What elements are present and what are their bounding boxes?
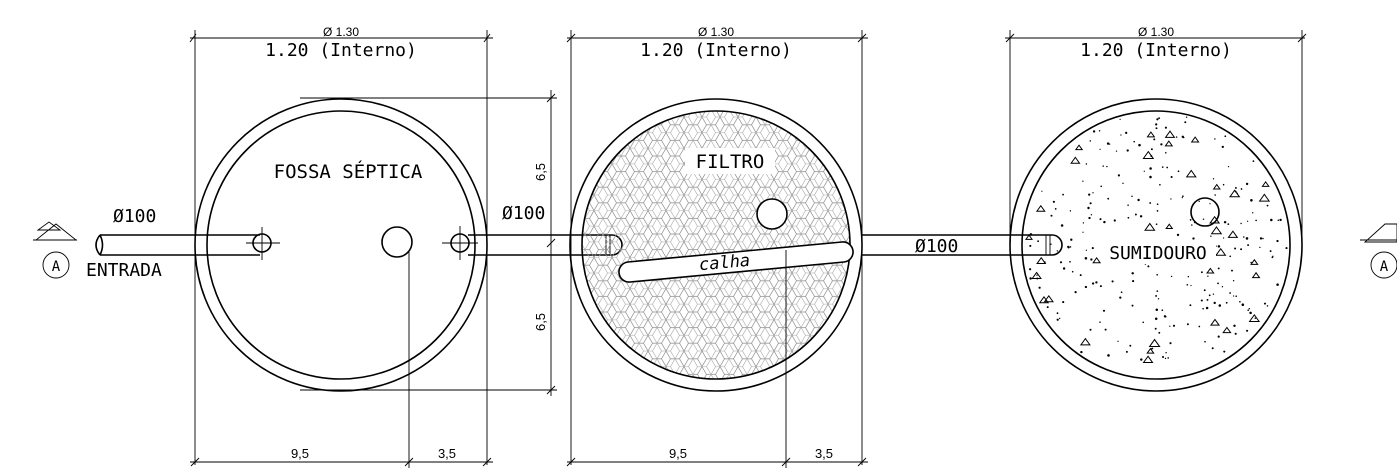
sumidouro-inner-diameter-label: 1.20 (Interno)	[1080, 40, 1232, 61]
sumidouro-stipple-fill	[1024, 116, 1288, 364]
fossa-dim-right-label: 3,5	[438, 446, 456, 461]
inlet-pipe: Ø100 ENTRADA	[86, 206, 280, 281]
vertical-dim-top-label: 6,5	[533, 163, 548, 181]
fossa-septica-tank: FOSSA SÉPTICA	[194, 98, 488, 392]
sumidouro-inner-wall	[1021, 110, 1291, 380]
link-pipe-2: Ø100	[862, 234, 1063, 257]
fossa-vent-circle	[381, 226, 413, 258]
section-marker-right-letter: A	[1380, 259, 1389, 275]
fossa-inner-diameter-label: 1.20 (Interno)	[265, 40, 417, 61]
vertical-dimension: 6,5 6,5	[300, 90, 557, 396]
section-marker-left: A	[33, 221, 78, 279]
fossa-inner-wall	[206, 110, 476, 380]
fossa-outer-diameter-label: Ø 1.30	[323, 25, 359, 39]
fossa-dim-left-label: 9,5	[291, 446, 309, 461]
filtro-dim-right-label: 3,5	[815, 446, 833, 461]
link2-diameter-label: Ø100	[915, 236, 958, 257]
fossa-top-dimension: Ø 1.30 1.20 (Interno)	[189, 25, 493, 465]
entrada-label: ENTRADA	[86, 260, 162, 281]
fossa-title: FOSSA SÉPTICA	[274, 160, 423, 183]
section-marker-right: A	[1360, 223, 1397, 279]
filtro-inner-diameter-label: 1.20 (Interno)	[640, 40, 792, 61]
filtro-outer-diameter-label: Ø 1.30	[698, 25, 734, 39]
sumidouro-tank: SUMIDOURO	[1009, 98, 1303, 392]
filtro-dim-left-label: 9,5	[669, 446, 687, 461]
sumidouro-top-dimension: Ø 1.30 1.20 (Interno)	[1005, 25, 1307, 245]
inlet-diameter-label: Ø100	[113, 206, 156, 227]
link-pipe-1: Ø100	[442, 203, 623, 260]
filtro-title: FILTRO	[696, 151, 765, 173]
sumidouro-vent-circle	[1190, 197, 1220, 227]
section-marker-left-letter: A	[52, 259, 61, 275]
fossa-bottom-dimension: 9,5 3,5	[190, 250, 493, 468]
filtro-tank: FILTRO calha	[569, 98, 863, 392]
sumidouro-outer-diameter-label: Ø 1.30	[1138, 25, 1174, 39]
vertical-dim-bottom-label: 6,5	[533, 313, 548, 331]
link1-diameter-label: Ø100	[502, 203, 545, 224]
fossa-outer-wall	[194, 98, 488, 392]
channel-label: calha	[698, 251, 751, 275]
filtro-bottom-dimension: 9,5 3,5	[566, 250, 868, 468]
sumidouro-title: SUMIDOURO	[1109, 243, 1207, 264]
filtro-channel	[618, 241, 854, 283]
filtro-vent-circle	[756, 198, 788, 230]
filtro-top-dimension: Ø 1.30 1.20 (Interno)	[566, 25, 868, 465]
